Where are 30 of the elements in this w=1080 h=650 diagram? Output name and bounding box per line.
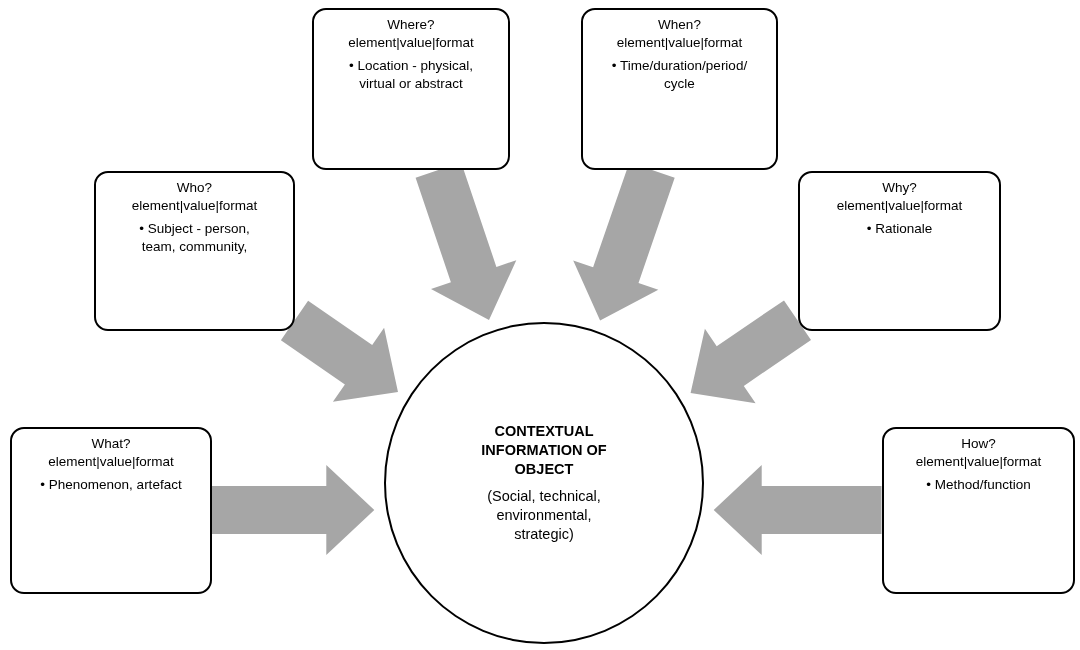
block-arrow	[280, 300, 398, 402]
box-subheading: element|value|format	[914, 452, 1043, 471]
block-arrow	[690, 300, 811, 404]
category-box	[312, 8, 510, 170]
box-question: What?	[90, 435, 132, 453]
box-question: Who?	[175, 179, 214, 197]
box-subheading: element|value|format	[130, 196, 259, 215]
box-question: Why?	[881, 179, 918, 197]
bullet-item: • Rationale	[865, 220, 934, 238]
block-arrow	[212, 465, 375, 555]
circle-title: CONTEXTUAL INFORMATION OF OBJECT	[480, 422, 608, 479]
category-box	[10, 427, 212, 594]
bullet-item: • Phenomenon, artefact	[39, 476, 183, 494]
box-subheading: element|value|format	[47, 452, 175, 471]
category-box	[798, 171, 1001, 331]
bullet-item: • Subject - person, team, community,	[138, 220, 251, 256]
box-question: When?	[657, 16, 702, 34]
bullet-item: • Method/function	[925, 476, 1032, 494]
block-arrow	[713, 465, 882, 555]
box-subheading: element|value|format	[347, 33, 475, 52]
box-subheading: element|value|format	[835, 196, 964, 215]
bullet-item: • Time/duration/period/ cycle	[610, 57, 749, 93]
box-subheading: element|value|format	[615, 33, 744, 52]
category-box	[581, 8, 778, 170]
circle-subtitle: (Social, technical, environmental, strategic)	[486, 487, 602, 544]
box-question: How?	[960, 435, 997, 453]
bullet-item: • Location - physical, virtual or abstract	[347, 57, 474, 93]
category-box	[882, 427, 1075, 594]
box-question: Where?	[386, 16, 436, 34]
category-box	[94, 171, 295, 331]
